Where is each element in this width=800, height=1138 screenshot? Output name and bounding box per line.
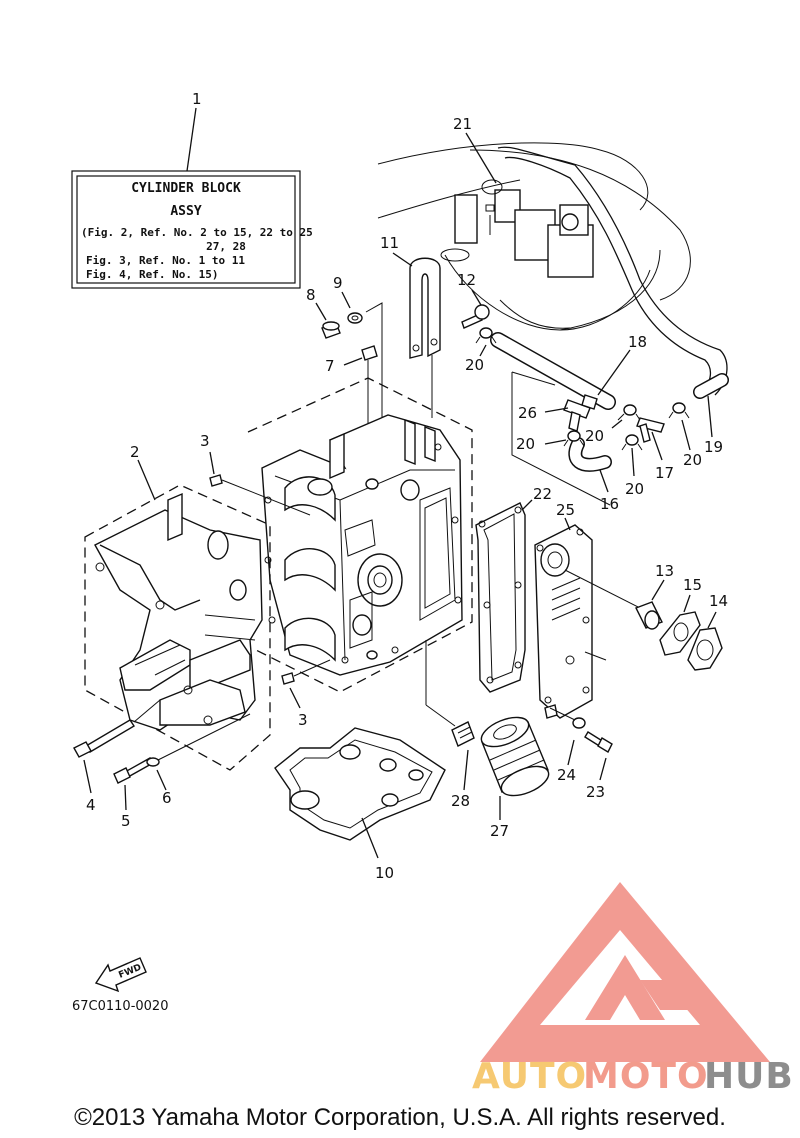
callout-2: 2 [130, 443, 140, 461]
callout-24: 24 [557, 766, 576, 784]
callout-20-a: 20 [465, 356, 484, 374]
forward-arrow-icon: FWD [94, 957, 147, 993]
diagram-code: 67C0110-0020 [72, 999, 168, 1014]
callout-6: 6 [162, 789, 172, 807]
info-box-line-3: Fig. 3, Ref. No. 1 to 11 [86, 254, 245, 267]
callout-18: 18 [628, 333, 647, 351]
watermark-moto: MOTO [583, 1056, 709, 1097]
watermark-hub: HUB [704, 1056, 794, 1097]
callout-numbers: 1 2 3 3 4 5 6 7 8 9 10 11 12 13 14 15 16… [86, 90, 728, 882]
callout-27: 27 [490, 822, 509, 840]
cylinder-block-part [261, 414, 463, 676]
callout-1: 1 [192, 90, 202, 108]
callout-20-d: 20 [625, 480, 644, 498]
engine-background-outline [377, 142, 728, 396]
callout-7: 7 [325, 357, 335, 375]
callout-17: 17 [655, 464, 674, 482]
callout-22: 22 [533, 485, 552, 503]
exhaust-cover-gasket-part [475, 502, 526, 693]
info-box-line-4: Fig. 4, Ref. No. 15) [86, 268, 218, 281]
crankcase-2-dashed-outline [84, 484, 271, 771]
oil-filter-part [480, 716, 550, 797]
callout-8: 8 [306, 286, 316, 304]
callout-12: 12 [457, 271, 476, 289]
info-box-title: CYLINDER BLOCK [131, 181, 241, 196]
callout-3-lower: 3 [298, 711, 308, 729]
callout-20-e: 20 [683, 451, 702, 469]
callout-5: 5 [121, 812, 131, 830]
clip-parts-20 [475, 327, 690, 451]
callout-20-b: 20 [516, 435, 535, 453]
callout-15: 15 [683, 576, 702, 594]
callout-25: 25 [556, 501, 575, 519]
logo-triangle-shape [480, 882, 770, 1062]
callout-13: 13 [655, 562, 674, 580]
copyright-notice: ©2013 Yamaha Motor Corporation, U.S.A. A… [74, 1104, 726, 1131]
watermark-auto: AUTO [472, 1056, 587, 1097]
callout-11: 11 [380, 234, 399, 252]
crankcase-part [94, 492, 263, 731]
automotohub-logo: AUTO MOTO HUB [472, 882, 794, 1097]
oil-pan-gasket-part [274, 727, 446, 841]
callout-16: 16 [600, 495, 619, 513]
callout-19: 19 [704, 438, 723, 456]
callout-9: 9 [333, 274, 343, 292]
callout-21: 21 [453, 115, 472, 133]
info-box-line-1: (Fig. 2, Ref. No. 2 to 15, 22 to 25 [81, 226, 313, 239]
callout-4: 4 [86, 796, 96, 814]
callout-14: 14 [709, 592, 728, 610]
exhaust-cover-part [534, 524, 593, 719]
info-box-subtitle: ASSY [170, 204, 201, 219]
callout-20-c: 20 [585, 427, 604, 445]
crankcase-dashed-outline [247, 377, 473, 693]
callout-10: 10 [375, 864, 394, 882]
info-box-line-2: 27, 28 [206, 240, 246, 253]
callout-28: 28 [451, 792, 470, 810]
callout-3-upper: 3 [200, 432, 210, 450]
info-box: CYLINDER BLOCK ASSY (Fig. 2, Ref. No. 2 … [71, 170, 313, 289]
callout-26: 26 [518, 404, 537, 422]
callout-23: 23 [586, 783, 605, 801]
